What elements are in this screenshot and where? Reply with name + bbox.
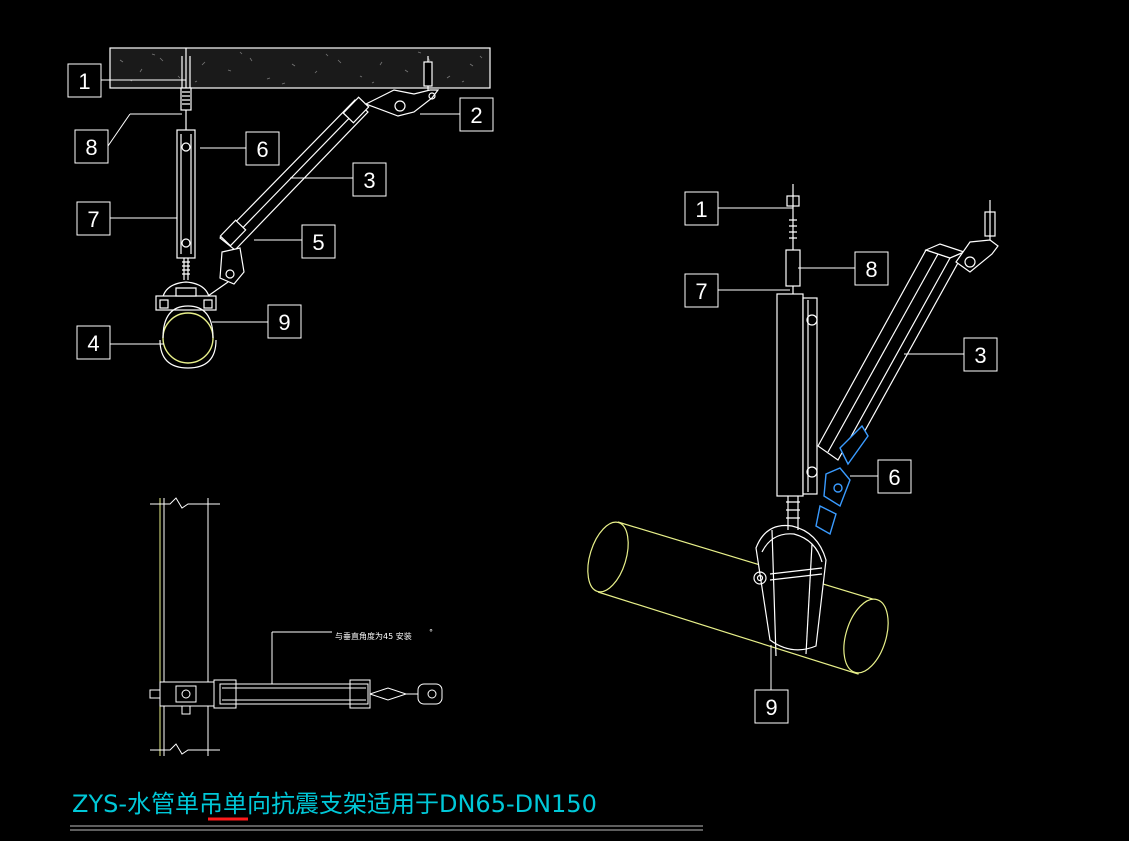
- svg-text:1: 1: [78, 69, 90, 94]
- svg-text:5: 5: [312, 230, 324, 255]
- svg-text:9: 9: [278, 310, 290, 335]
- hinge-link-isometric: [815, 424, 869, 536]
- svg-text:8: 8: [85, 135, 97, 160]
- callout-9-left: 9: [267, 304, 302, 339]
- callout-1-right: 1: [684, 191, 719, 226]
- drawing-title: ZYS-水管单吊单向抗震支架适用于DN65-DN150: [72, 790, 597, 818]
- svg-text:8: 8: [865, 257, 877, 282]
- isometric-view: [587, 184, 999, 675]
- svg-text:3: 3: [363, 168, 375, 193]
- anchor-bolt-left: [180, 48, 192, 130]
- callout-8-left: 8: [74, 129, 109, 164]
- plan-brace: [213, 631, 443, 709]
- svg-text:6: 6: [256, 137, 268, 162]
- pipe-section-left: [159, 305, 217, 369]
- callout-9-right: 9: [754, 689, 789, 724]
- callout-2-left: 2: [459, 97, 494, 132]
- svg-text:6: 6: [888, 465, 900, 490]
- plan-view: 与垂直角度为45 安装 °: [149, 497, 443, 756]
- callouts-right: [718, 207, 964, 690]
- callouts-left: [101, 79, 460, 345]
- svg-text:7: 7: [695, 279, 707, 304]
- top-anchor-isometric: [955, 200, 999, 273]
- pipe-clamp-left: [155, 281, 217, 311]
- vertical-strut-isometric: [776, 184, 818, 530]
- pipe-clamp-isometric: [753, 524, 827, 657]
- svg-text:与垂直角度为45 安装: 与垂直角度为45 安装: [335, 631, 412, 641]
- callout-1-left: 1: [67, 63, 102, 98]
- title-block: ZYS-水管单吊单向抗震支架适用于DN65-DN150: [70, 790, 703, 831]
- vertical-strut-left: [176, 129, 196, 280]
- callout-6-right: 6: [877, 459, 912, 494]
- callout-7-left: 7: [76, 201, 111, 236]
- ceiling-slab: [109, 47, 491, 89]
- callout-6-left: 6: [245, 131, 280, 166]
- callout-boxes-right: 1 8 7 3 6 9: [684, 191, 998, 724]
- svg-text:9: 9: [765, 695, 777, 720]
- callout-5-left: 5: [301, 224, 336, 259]
- side-elevation-view: [109, 47, 491, 369]
- top-hinge-bracket: [364, 56, 440, 117]
- svg-text:4: 4: [87, 331, 99, 356]
- svg-text:2: 2: [470, 103, 482, 128]
- diagonal-brace-isometric: [817, 243, 966, 461]
- callout-4-left: 4: [76, 325, 111, 360]
- diagonal-brace-left: [219, 96, 370, 251]
- callout-boxes-left: 1 2 3 4 5 6 7 8: [67, 63, 494, 360]
- callout-8-right: 8: [854, 251, 889, 286]
- svg-text:7: 7: [87, 207, 99, 232]
- svg-text:°: °: [429, 628, 433, 637]
- plan-clamp: [149, 681, 215, 715]
- lower-hinge-left: [207, 247, 245, 297]
- callout-3-left: 3: [352, 162, 387, 197]
- callout-7-right: 7: [684, 273, 719, 308]
- callout-3-right: 3: [963, 337, 998, 372]
- svg-text:3: 3: [974, 343, 986, 368]
- svg-text:1: 1: [695, 197, 707, 222]
